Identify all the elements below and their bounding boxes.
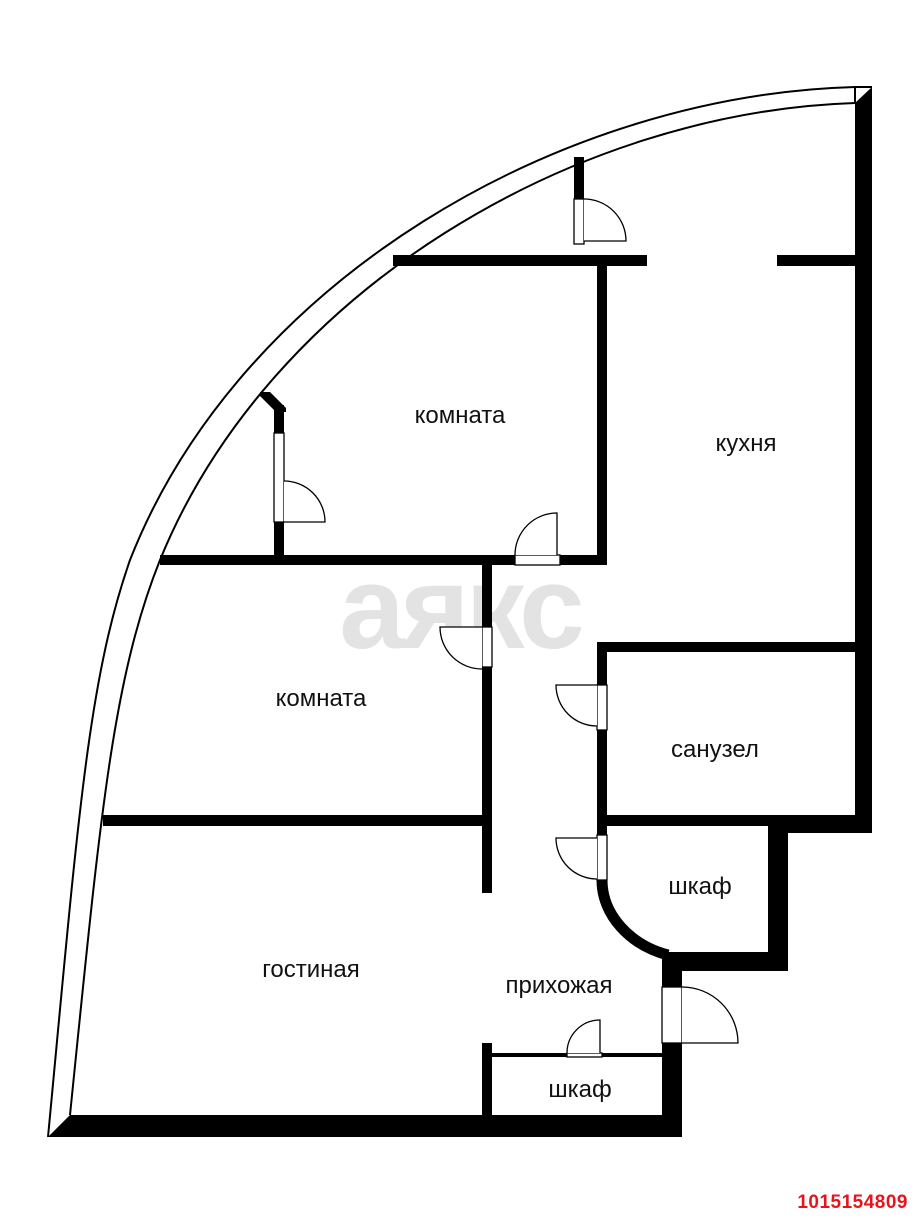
room-label-living: гостиная xyxy=(262,956,360,983)
closet-left-wall-top xyxy=(597,825,607,835)
bathroom-bottom-wall xyxy=(597,815,768,826)
doors xyxy=(273,198,739,1058)
bottom-exterior-wall xyxy=(48,1115,682,1137)
corridor-left-wall-upper xyxy=(482,565,492,627)
step-wall-vertical xyxy=(768,815,788,971)
step-wall-horizontal xyxy=(662,952,788,971)
door-bathroom xyxy=(555,684,608,731)
walls xyxy=(48,87,872,1137)
room-top-left-wall-lower xyxy=(274,522,284,562)
room-middle-bottom-wall xyxy=(103,815,492,826)
room-label-kitchen: кухня xyxy=(715,430,776,457)
bathroom-left-wall-top xyxy=(597,642,607,685)
door-closet-right xyxy=(555,834,608,881)
room-label-hallway: прихожая xyxy=(506,972,613,999)
upper-partition-wall xyxy=(574,157,584,199)
door-entrance xyxy=(661,986,739,1044)
closet-curved-wall xyxy=(596,879,670,961)
kitchen-top-wall-right xyxy=(777,255,855,266)
entrance-wall-lower xyxy=(662,1043,682,1137)
corridor-left-wall-lower xyxy=(482,667,492,893)
door-room-top-bottom xyxy=(514,512,561,566)
room-label-top: комната xyxy=(415,402,506,429)
room-label-bathroom: санузел xyxy=(671,736,759,763)
door-top-corridor xyxy=(573,198,627,245)
closet-bottom-wall-left xyxy=(482,1043,492,1115)
door-closet-bottom xyxy=(566,1019,603,1058)
outer-curved-wall xyxy=(47,86,872,1138)
room-label-closet-bottom: шкаф xyxy=(548,1076,611,1103)
room-top-left-wall xyxy=(274,405,284,433)
room-label-closet-right: шкаф xyxy=(668,873,731,900)
right-exterior-wall xyxy=(855,87,872,833)
bathroom-left-wall xyxy=(597,730,607,837)
door-room-middle xyxy=(439,626,493,670)
kitchen-top-wall-left xyxy=(393,255,647,266)
kitchen-bottom-wall xyxy=(597,642,855,652)
room-label-middle: комната xyxy=(276,685,367,712)
listing-id: 1015154809 xyxy=(797,1192,908,1213)
room-top-right-wall xyxy=(597,265,607,565)
room-top-bottom-wall xyxy=(160,555,607,565)
bathroom-bottom-outer xyxy=(768,815,872,833)
door-room-top-left xyxy=(273,432,326,523)
